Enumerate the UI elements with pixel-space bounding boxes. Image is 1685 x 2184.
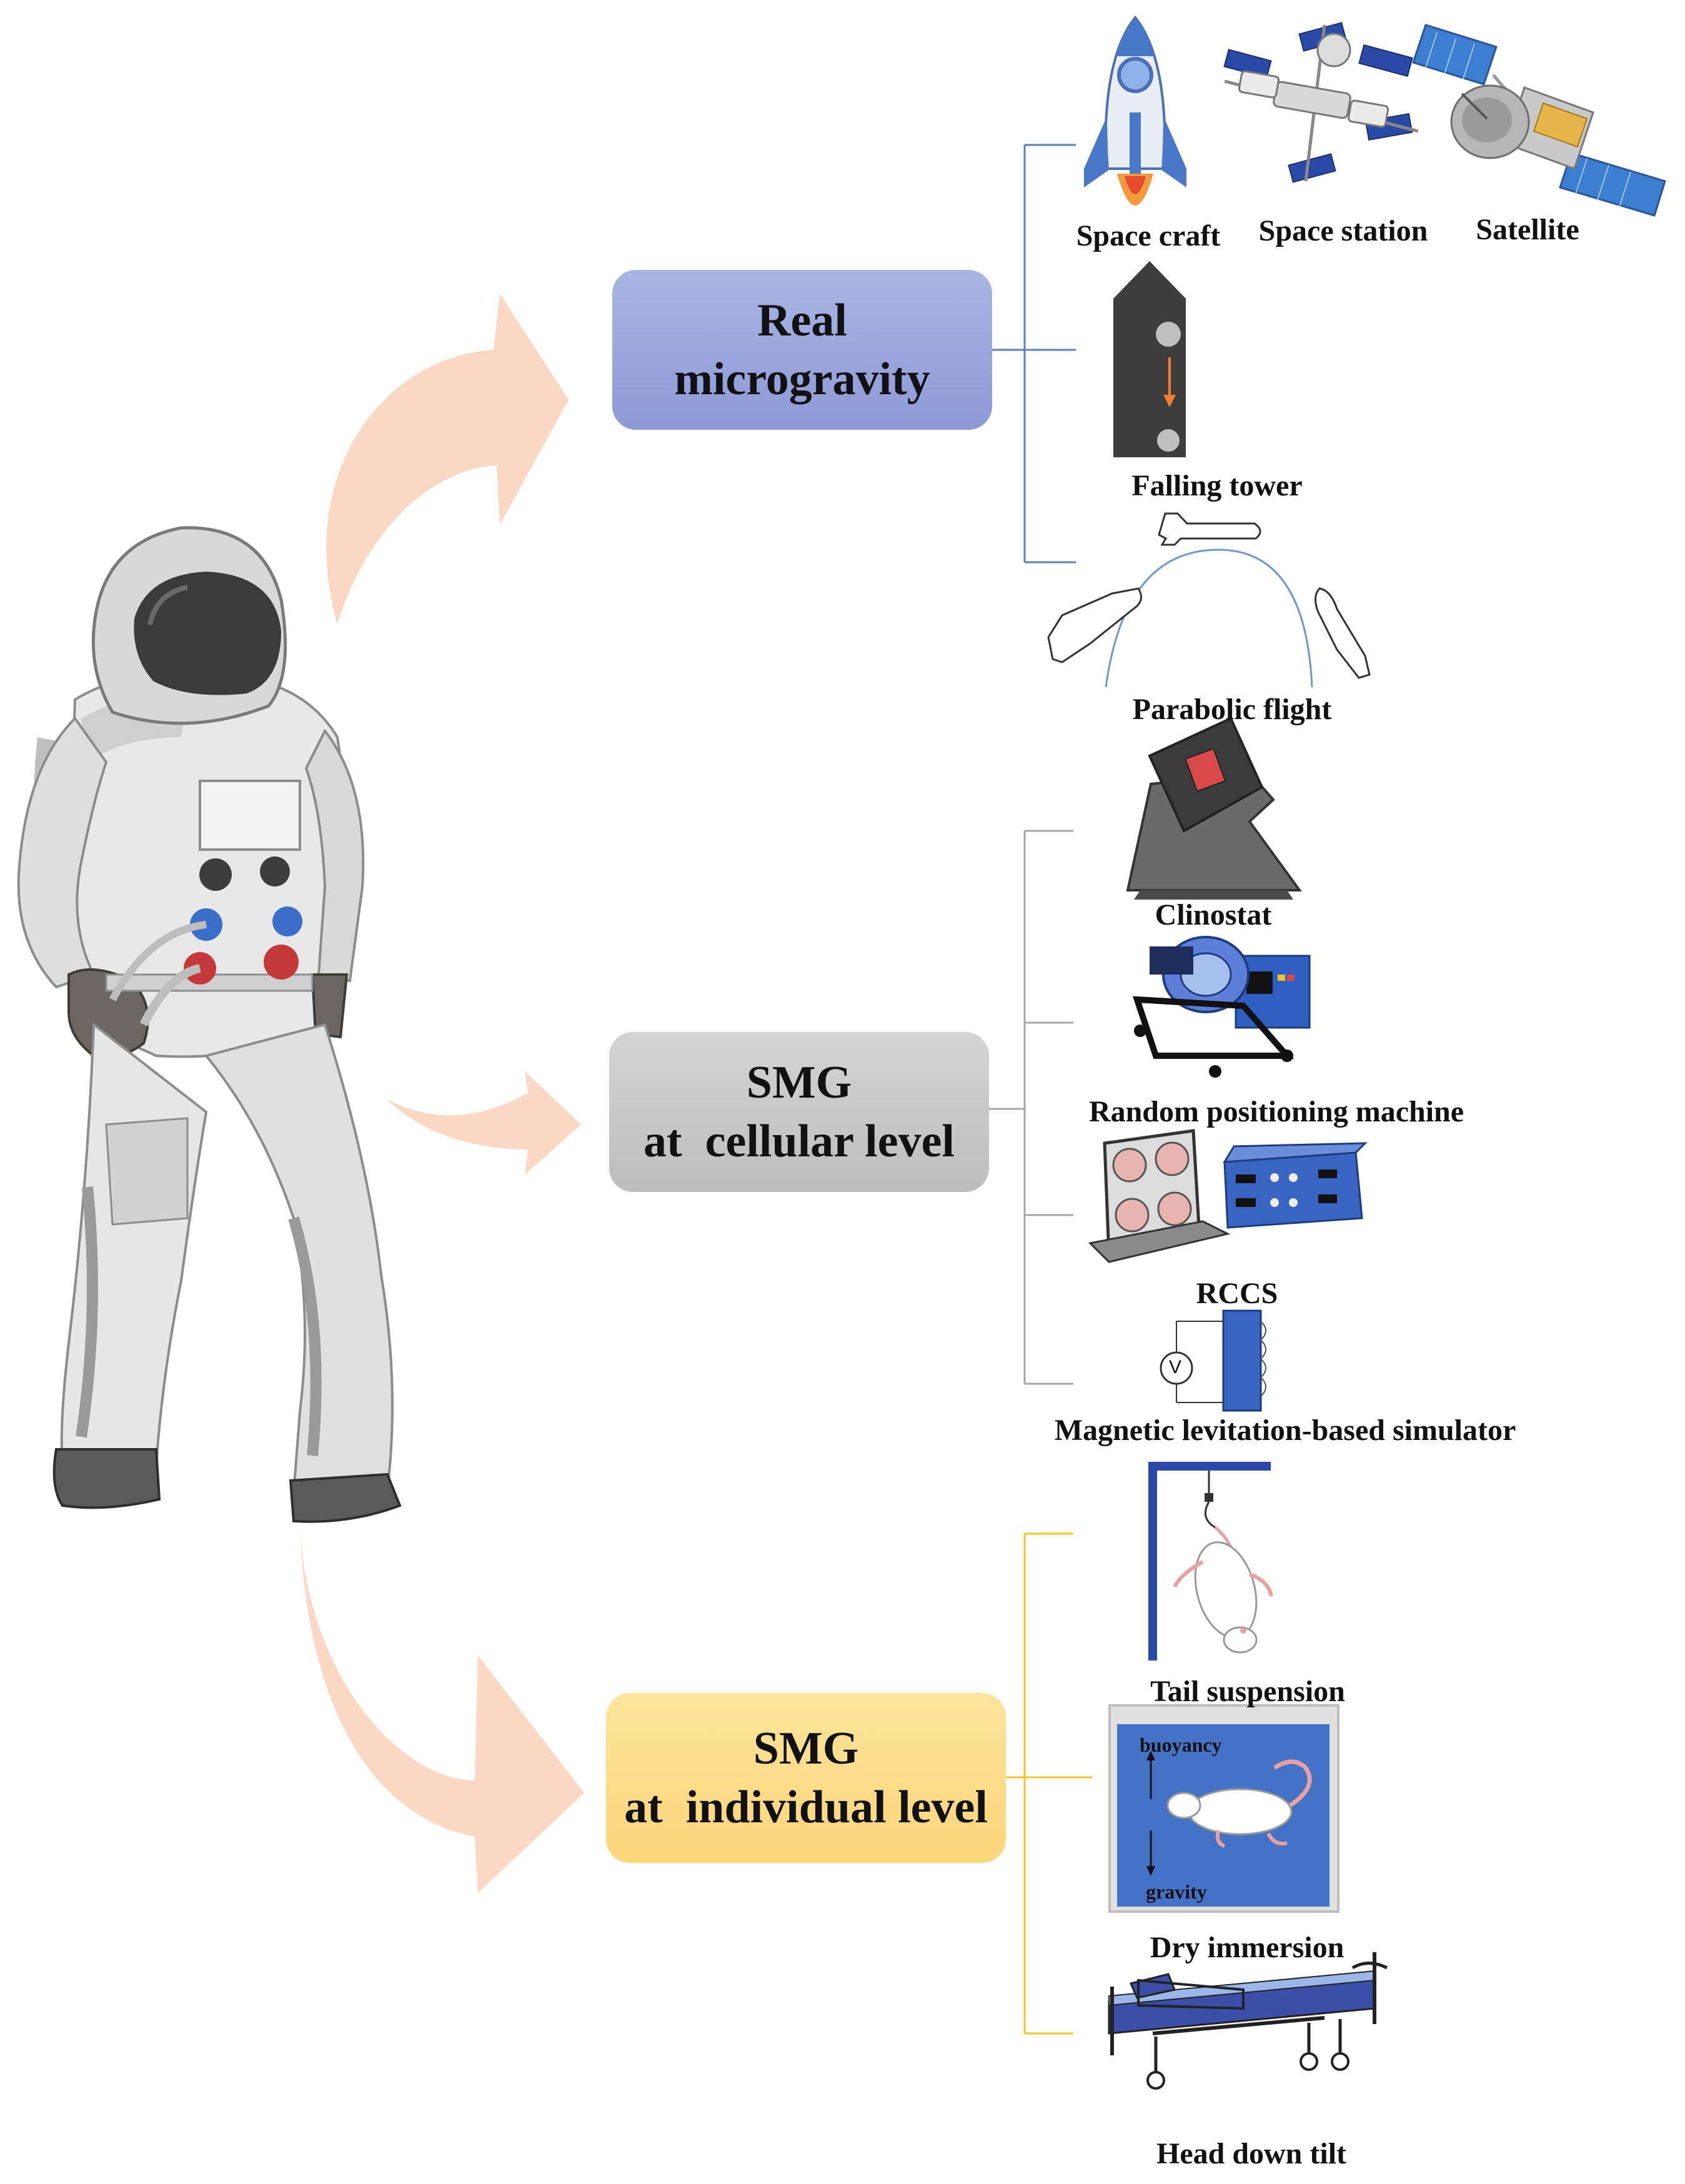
buoyancy-label: buoyancy (1140, 1734, 1222, 1756)
gravity-label: gravity (1146, 1880, 1207, 1903)
smg-individual-box: SMG at individual level (606, 1693, 1006, 1863)
satellite-icon (1412, 24, 1666, 217)
maglev-label: Magnetic levitation-based simulator (1054, 1414, 1516, 1447)
rocket-icon (1084, 15, 1186, 206)
space-station-label: Space station (1258, 214, 1428, 247)
astronaut-illustration (17, 526, 402, 1523)
voltmeter-label: V (1169, 1357, 1182, 1377)
head-down-tilt-label: Head down tilt (1156, 2137, 1347, 2170)
space-station-icon (1223, 22, 1419, 183)
arrow-to-individual (300, 1524, 584, 1893)
cellular-bracket (989, 830, 1073, 1385)
random-positioning-machine-icon (1132, 936, 1311, 1078)
hospital-bed-icon (1108, 1952, 1388, 2090)
real-microgravity-box: Real microgravity (612, 270, 992, 430)
satellite-label: Satellite (1476, 213, 1579, 246)
dry-immersion-label: Dry immersion (1150, 1931, 1345, 1964)
parabolic-flight-label: Parabolic flight (1132, 693, 1332, 726)
real-bracket (992, 144, 1076, 563)
magnetic-levitation-icon (1160, 1309, 1266, 1412)
falling-tower-label: Falling tower (1131, 469, 1303, 502)
parabolic-flight-icon (1047, 512, 1371, 688)
arrow-to-real (326, 294, 569, 625)
arrow-to-cellular (387, 1071, 581, 1174)
space-craft-label: Space craft (1076, 219, 1221, 252)
rpm-label: Random positioning machine (1088, 1095, 1464, 1128)
smg-cellular-box: SMG at cellular level (609, 1032, 989, 1192)
clinostat-icon (1126, 717, 1302, 900)
dry-immersion-icon (1108, 1704, 1340, 1913)
individual-bracket (1006, 1532, 1092, 2035)
clinostat-label: Clinostat (1155, 898, 1272, 931)
tail-suspension-icon (1148, 1462, 1273, 1660)
tail-suspension-label: Tail suspension (1150, 1675, 1345, 1708)
rccs-label: RCCS (1196, 1277, 1278, 1310)
rccs-icon (1088, 1129, 1368, 1263)
falling-tower-icon (1113, 261, 1186, 457)
